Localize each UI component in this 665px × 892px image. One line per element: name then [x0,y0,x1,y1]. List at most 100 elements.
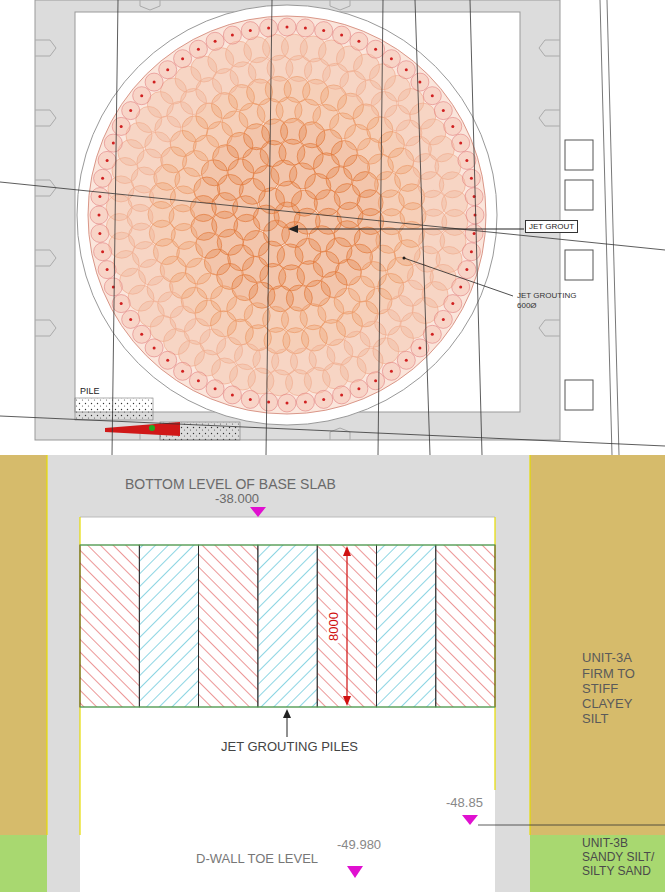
buttress [35,320,56,336]
grout-column [241,22,259,40]
grout-column-centre [451,302,454,305]
grout-column [333,386,351,404]
grid-line [378,0,383,455]
grout-column [91,188,109,206]
level-title: D-WALL TOE LEVEL [196,852,318,867]
grout-column [350,32,368,50]
grout-column [122,102,140,120]
grout-column-centre [418,346,421,349]
grout-column [189,40,207,58]
grout-column-centre [120,125,123,128]
buttress [539,320,560,336]
red-marker [105,422,180,436]
grout-column-centre [470,177,473,180]
grout-column [397,61,415,79]
buttress [35,40,56,56]
grout-column [94,169,112,187]
grout-column-centre [322,398,325,401]
grout-column-centre [98,232,101,235]
grout-column [164,329,190,355]
grout-column-centre [374,379,377,382]
grout-column [333,26,351,44]
jet-grout-pile [317,545,376,707]
level-line [80,707,495,708]
jet-grout-pile [80,545,139,707]
grout-column-centre [98,195,101,198]
grout-column [189,372,207,390]
level-value: -38.000 [215,492,259,507]
shaft-circle [77,5,497,425]
wall-edge [46,455,47,835]
grid-line [0,182,665,250]
grout-column-centre [286,402,289,405]
grout-column [367,40,385,58]
access-box [565,380,593,410]
grout-column-centre [140,94,143,97]
leader-line [296,229,524,230]
leader-line [404,258,513,296]
grout-column-centre [181,370,184,373]
buttress [140,0,160,10]
callout-text: JET GROUTING [517,291,576,300]
grout-column [278,394,296,412]
grout-column [444,117,462,135]
grid-line [415,0,430,455]
grout-column-centre [120,302,123,305]
soil-unit-name: UNIT-3A [582,651,660,666]
grout-column [260,393,278,411]
pile-hatch [75,398,153,420]
grout-column [350,380,368,398]
grout-column-centre [112,142,115,145]
soil-unit-3b [530,835,665,892]
grout-column-centre [340,393,343,396]
grout-column-centre [405,359,408,362]
level-marker [347,866,363,878]
grout-column [296,393,314,411]
grout-column [278,18,296,36]
grout-column [159,351,177,369]
grout-column [382,50,400,68]
leader-arrowhead [283,709,291,718]
grout-column [174,50,192,68]
grout-column [98,261,116,279]
soil-band: UNIT-3BSANDY SILT/ SILTY SAND [530,835,665,892]
grout-column [397,351,415,369]
grout-column [452,134,470,152]
grout-column-centre [431,333,434,336]
grout-column [90,206,108,224]
diaphragm-wall [495,455,530,892]
grout-column [206,380,224,398]
buttress [35,250,56,266]
grout-column-centre [459,285,462,288]
callout-box: JET GROUT [525,220,578,233]
grout-column [458,261,476,279]
level-line [80,545,495,546]
jet-grout-pile [258,545,317,707]
grout-column-centre [106,268,109,271]
grid-line [0,416,665,446]
level-marker [462,815,478,825]
grout-column-centre [249,29,252,32]
dimension-value: 8000 [327,610,342,643]
grout-column-centre [431,94,434,97]
slab-edge [80,517,495,518]
grout-column [223,26,241,44]
grout-column-centre [304,401,307,404]
grout-column [260,19,278,37]
soil-unit-3b [0,835,47,892]
node-text: JET GROUT [529,222,574,231]
buttress [539,110,560,126]
grout-column [466,206,484,224]
buttress [35,180,56,196]
shaft-wall-plan [35,0,560,440]
level-value: -49.980 [337,838,381,853]
grout-column-centre [374,48,377,51]
grout-column [465,224,483,242]
grout-column [159,61,177,79]
grout-column [367,372,385,390]
grout-column [458,151,476,169]
grout-column-centre [197,48,200,51]
grout-column-centre [267,401,270,404]
base-slab-band: BOTTOM LEVEL OF BASE SLAB-38.000 [47,455,530,517]
access-box [565,250,593,280]
